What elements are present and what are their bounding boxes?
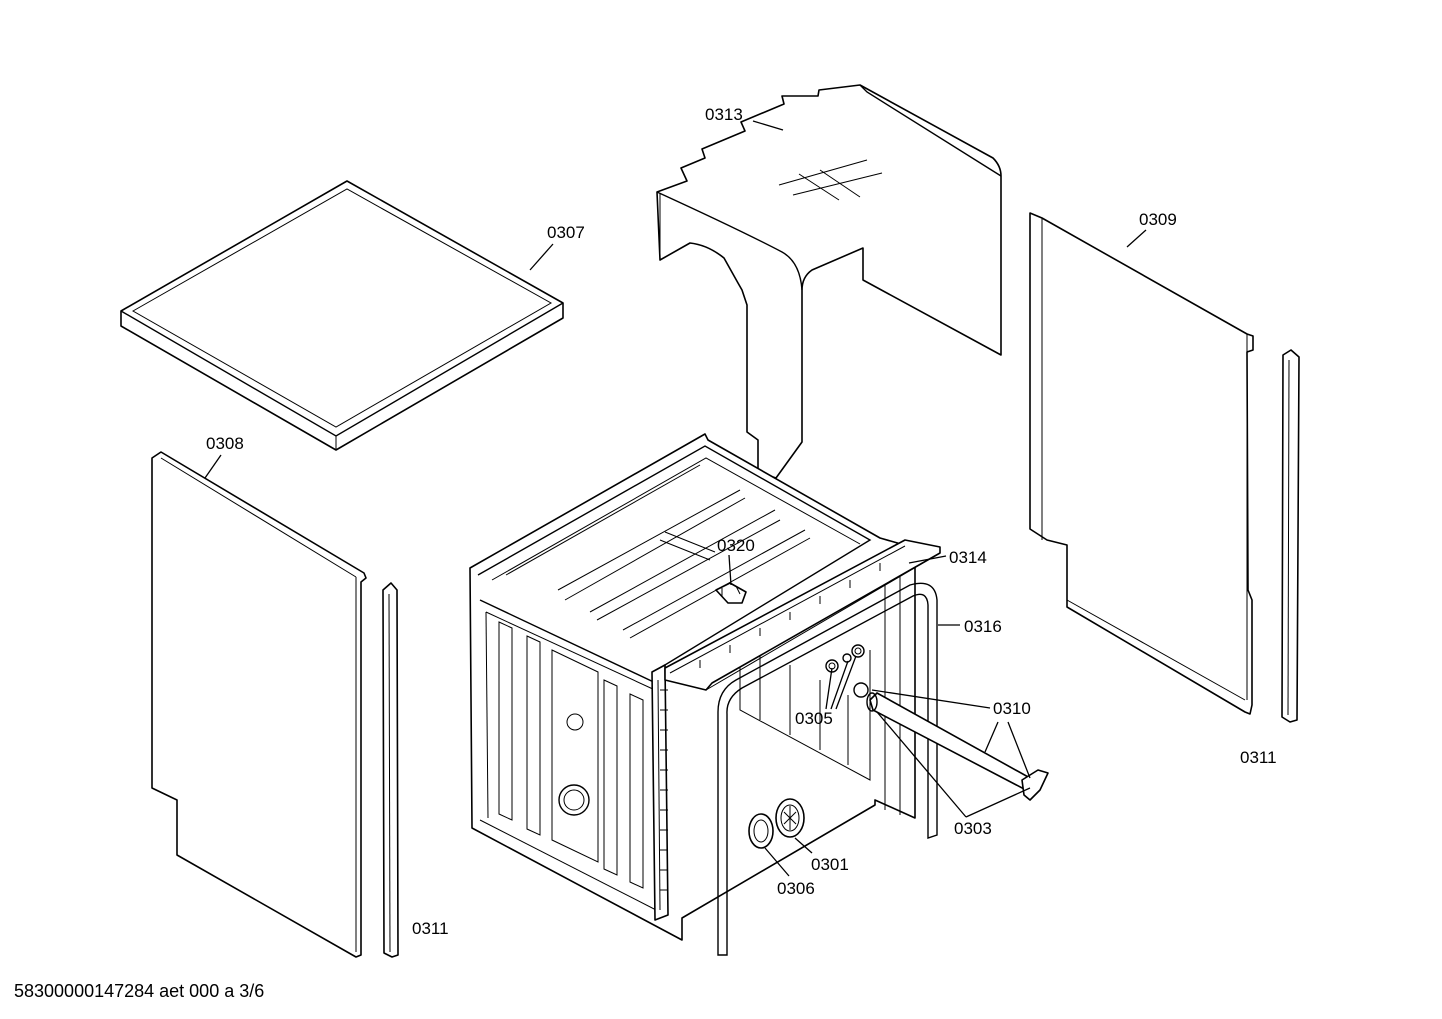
label-0313: 0313 (705, 105, 743, 124)
label-0310: 0310 (993, 699, 1031, 718)
label-0303: 0303 (954, 819, 992, 838)
part-0314-top-rail (664, 539, 941, 691)
label-0309: 0309 (1139, 210, 1177, 229)
part-labels: 0313 0307 0309 0308 0320 0314 0316 0310 … (206, 105, 1277, 938)
document-reference-footer: 58300000147284 aet 000 a 3/6 (14, 981, 265, 1001)
part-0313-insulation-hood (656, 84, 1002, 479)
part-0301-filter-cap (775, 798, 805, 838)
part-0310-hinge-rod (853, 682, 1049, 801)
part-0308-left-side-panel (151, 451, 367, 958)
label-0301: 0301 (811, 855, 849, 874)
label-0311-right: 0311 (1240, 748, 1277, 767)
part-0316-door-seal (717, 582, 938, 956)
part-0307-top-plate (120, 180, 564, 451)
label-0306: 0306 (777, 879, 815, 898)
label-0308: 0308 (206, 434, 244, 453)
label-0320: 0320 (717, 536, 755, 555)
label-0311-left: 0311 (412, 919, 449, 938)
label-0316: 0316 (964, 617, 1002, 636)
leader-lines (204, 120, 1147, 877)
part-0311-right-trim-strip (1281, 349, 1300, 723)
label-0307: 0307 (547, 223, 585, 242)
part-0306-gasket-ring (748, 813, 774, 849)
part-0311-left-trim-strip (382, 582, 399, 958)
label-0305: 0305 (795, 709, 833, 728)
label-0314: 0314 (949, 548, 987, 567)
part-0309-right-side-panel (1029, 212, 1254, 715)
